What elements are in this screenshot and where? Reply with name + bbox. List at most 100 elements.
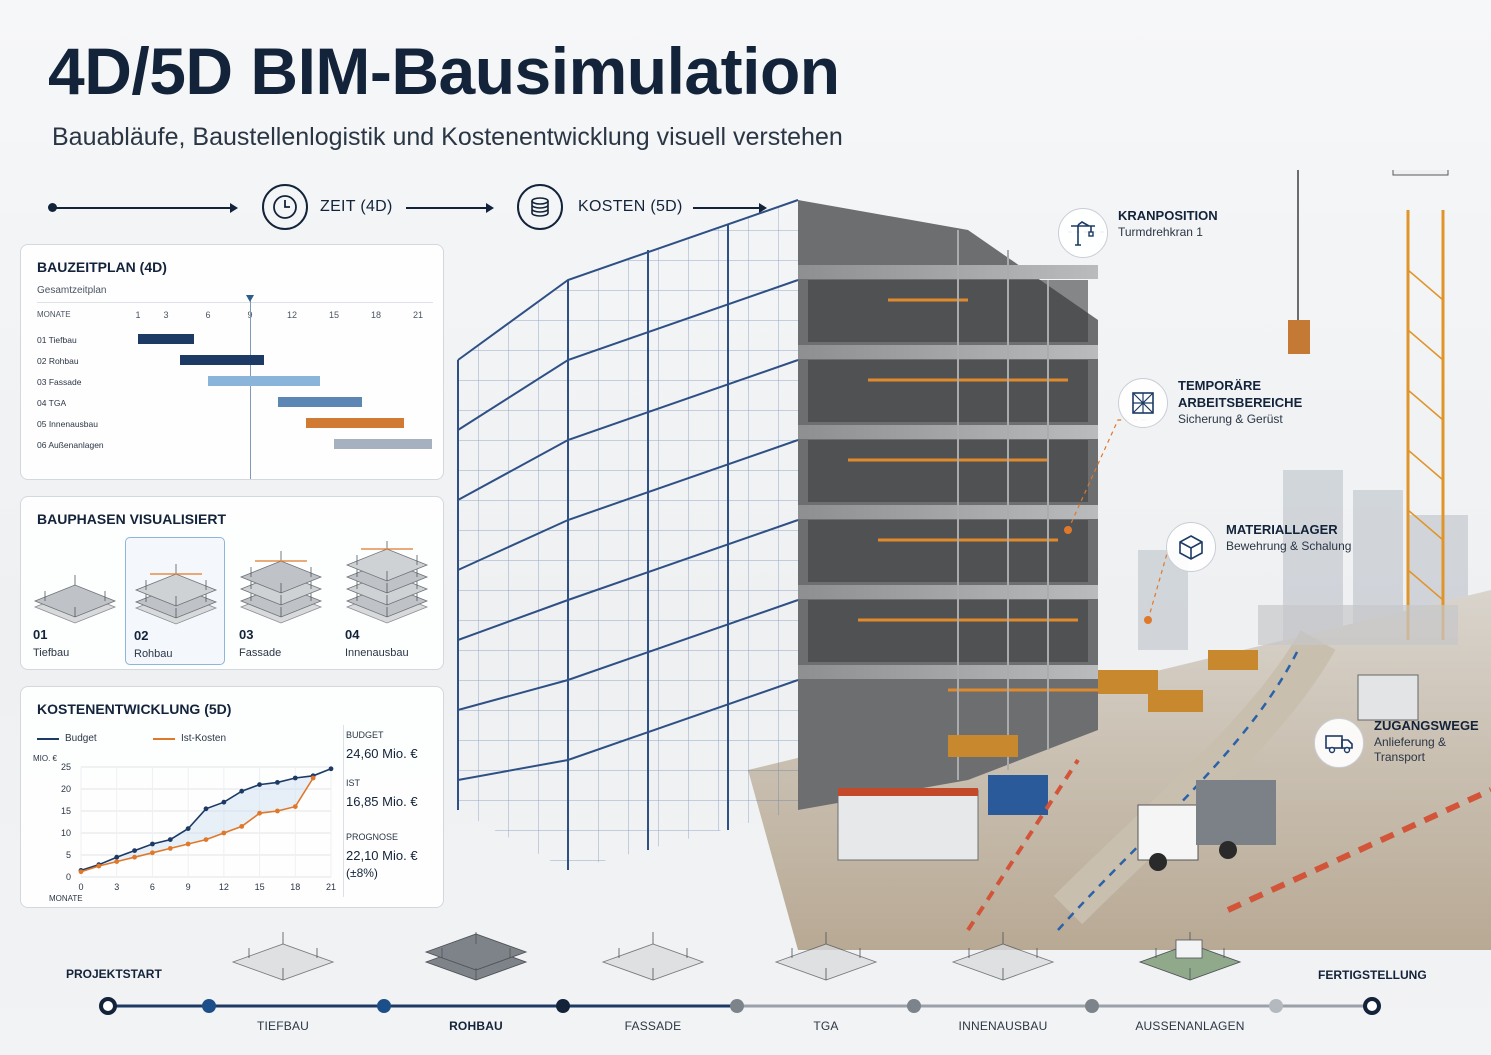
- current-month-line: [250, 301, 251, 479]
- data-point-actual: [150, 850, 155, 856]
- data-point-budget: [239, 788, 245, 794]
- data-point-actual: [203, 837, 209, 842]
- schedule-axis-header: MONATE: [37, 310, 71, 319]
- cost-stats: BUDGET 24,60 Mio. € IST 16,85 Mio. € PRO…: [343, 725, 439, 897]
- y-tick-label: 0: [66, 872, 71, 882]
- timeline-phase-label[interactable]: FASSADE: [624, 1019, 682, 1033]
- data-point-actual: [310, 775, 316, 781]
- schedule-subtitle: Gesamtzeitplan: [37, 285, 107, 296]
- phases-title: BAUPHASEN VISUALISIERT: [37, 511, 227, 527]
- schedule-tick: 1: [135, 310, 141, 320]
- timeline-node[interactable]: [730, 999, 744, 1013]
- phase-card[interactable]: 04 Innenausbau: [337, 537, 441, 665]
- truck-icon: [1314, 718, 1364, 768]
- schedule-tick: 12: [286, 310, 298, 320]
- schedule-bar[interactable]: [334, 439, 432, 449]
- callout-material-title: MATERIALLAGER: [1226, 522, 1338, 537]
- phase-model-icon: [229, 922, 337, 1001]
- phase-number: 01: [33, 627, 48, 642]
- schedule-bar[interactable]: [208, 376, 320, 386]
- timeline-node[interactable]: [1363, 997, 1381, 1015]
- timeline-phase-label[interactable]: TIEFBAU: [256, 1019, 310, 1033]
- phase-card[interactable]: 03 Fassade: [231, 537, 331, 665]
- y-tick-label: 25: [61, 762, 71, 772]
- schedule-row-label: 01 Tiefbau: [37, 335, 77, 345]
- actual-value: 16,85 Mio. €: [346, 794, 418, 809]
- schedule-tick: 21: [412, 310, 424, 320]
- flow-cost-label: KOSTEN (5D): [578, 198, 683, 215]
- timeline-node[interactable]: [907, 999, 921, 1013]
- phase-model-icon: [33, 575, 117, 624]
- divider: [37, 302, 433, 303]
- coins-icon: [517, 184, 563, 230]
- callout-crane-title: KRANPOSITION: [1118, 208, 1218, 223]
- callout-access-sub: Anlieferung & Transport: [1374, 734, 1447, 765]
- phase-model-icon: [599, 922, 707, 1001]
- x-tick-label: 6: [150, 882, 155, 892]
- timeline-node[interactable]: [99, 997, 117, 1015]
- clock-icon: [262, 184, 308, 230]
- callout-crane-sub: Turmdrehkran 1: [1118, 224, 1203, 239]
- phase-card[interactable]: 02 Rohbau: [125, 537, 225, 665]
- dimension-flow: ZEIT (4D) KOSTEN (5D): [48, 178, 808, 238]
- page-subtitle: Bauabläufe, Baustellenlogistik und Koste…: [52, 123, 843, 151]
- phase-model-icon: [134, 564, 218, 625]
- schedule-bar[interactable]: [138, 334, 194, 344]
- schedule-bar[interactable]: [278, 397, 362, 407]
- schedule-bar[interactable]: [180, 355, 264, 365]
- y-tick-label: 5: [66, 850, 71, 860]
- schedule-row-label: 02 Rohbau: [37, 356, 79, 366]
- timeline-track: [108, 1004, 1372, 1008]
- page-title: 4D/5D BIM-Bausimulation: [48, 34, 840, 108]
- data-point-actual: [185, 841, 191, 847]
- timeline-phase-label[interactable]: AUSSENANLAGEN: [1135, 1019, 1245, 1033]
- x-tick-label: 15: [255, 882, 265, 892]
- phase-model-icon: [1136, 922, 1244, 1001]
- phase-number: 03: [239, 627, 254, 642]
- timeline-node[interactable]: [377, 999, 391, 1013]
- x-tick-label: 21: [326, 882, 336, 892]
- data-point-actual: [239, 824, 245, 829]
- schedule-panel: BAUZEITPLAN (4D) Gesamtzeitplan MONATE 1…: [20, 244, 444, 480]
- budget-label: BUDGET: [346, 730, 384, 740]
- timeline-node[interactable]: [1085, 999, 1099, 1013]
- legend-budget: Budget: [37, 733, 97, 744]
- data-point-actual: [167, 846, 173, 851]
- timeline-phase-label[interactable]: INNENAUSBAU: [958, 1019, 1048, 1033]
- schedule-tick: 18: [370, 310, 382, 320]
- timeline-phase-label[interactable]: ROHBAU: [449, 1019, 503, 1033]
- timeline-node[interactable]: [202, 999, 216, 1013]
- flow-start-dot: [48, 203, 57, 212]
- timeline-phase-label[interactable]: TGA: [813, 1019, 839, 1033]
- x-tick-label: 18: [290, 882, 300, 892]
- timeline-node[interactable]: [556, 999, 570, 1013]
- data-point-budget: [203, 806, 209, 812]
- phase-name: Tiefbau: [33, 647, 70, 659]
- phase-model-icon: [772, 922, 880, 1001]
- y-tick-label: 15: [61, 806, 71, 816]
- phases-panel: BAUPHASEN VISUALISIERT 01 Tiefbau 02 Roh…: [20, 496, 444, 670]
- data-point-budget: [185, 826, 191, 831]
- timeline-node[interactable]: [1269, 999, 1283, 1013]
- x-tick-label: 0: [78, 882, 83, 892]
- box-icon: [1166, 522, 1216, 572]
- data-point-actual: [257, 810, 262, 816]
- actual-label: IST: [346, 778, 361, 788]
- data-point-budget: [132, 848, 137, 853]
- y-tick-label: 10: [61, 828, 71, 838]
- x-tick-label: 9: [186, 882, 191, 892]
- data-point-budget: [114, 854, 120, 860]
- forecast-label: PROGNOSE: [346, 832, 399, 842]
- callout-material-sub: Bewehrung & Schalung: [1226, 538, 1352, 553]
- schedule-bar[interactable]: [306, 418, 404, 428]
- phase-card[interactable]: 01 Tiefbau: [25, 537, 125, 665]
- timeline-start-label: PROJEKTSTART: [66, 967, 162, 981]
- budget-value: 24,60 Mio. €: [346, 746, 418, 761]
- data-point-budget: [275, 780, 280, 785]
- callout-work-areas-title: TEMPORÄRE ARBEITSBEREICHE: [1178, 378, 1303, 410]
